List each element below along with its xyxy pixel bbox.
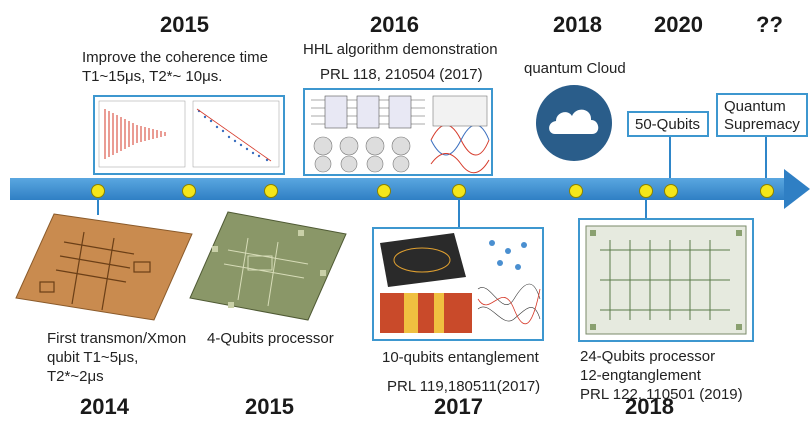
q24-label-line2: 12-engtanglement — [580, 367, 701, 384]
year-2017-bottom: 2017 — [434, 394, 483, 419]
hhl-label-line2: PRL 118, 210504 (2017) — [320, 66, 483, 83]
ten-qubit-ref: PRL 119,180511(2017) — [387, 378, 541, 395]
timeline-arrow-bar — [10, 178, 786, 200]
cloud-icon — [535, 84, 613, 162]
year-unknown-top: ?? — [756, 12, 783, 37]
timeline-dot-2015b — [264, 184, 278, 198]
connector-qubits50 — [669, 137, 671, 189]
timeline-dot-2018b — [639, 184, 653, 198]
year-2015-bottom: 2015 — [245, 394, 294, 419]
ten-qubit-image — [372, 227, 544, 341]
supremacy-box: Quantum Supremacy — [716, 93, 808, 137]
timeline-dot-2017 — [452, 184, 466, 198]
connector-ten-qubit — [458, 195, 460, 227]
timeline-arrow-head — [784, 169, 810, 209]
transmon-chip-image — [14, 212, 194, 322]
timeline-dot-2016 — [377, 184, 391, 198]
coherence-plot-image — [93, 95, 285, 175]
year-2018-bottom: 2018 — [625, 394, 674, 419]
year-2018-top: 2018 — [553, 12, 602, 37]
hhl-circuit-graphic — [311, 95, 490, 174]
cloud-label: quantum Cloud — [524, 60, 626, 77]
transmon-label-line2: qubit T1~5μs, — [47, 349, 139, 366]
transmon-label-line3: T2*~2μs — [47, 368, 104, 385]
year-2015-top: 2015 — [160, 12, 209, 37]
timeline-dot-2018a — [569, 184, 583, 198]
supremacy-label-line1: Quantum — [724, 98, 786, 115]
year-2014-bottom: 2014 — [80, 394, 129, 419]
four-qubit-label: 4-Qubits processor — [207, 330, 334, 347]
qubits50-label: 50-Qubits — [635, 116, 701, 133]
connector-transmon — [97, 195, 99, 215]
q24-ref: PRL 122, 110501 (2019) — [580, 386, 743, 403]
supremacy-label-line2: Supremacy — [724, 116, 800, 133]
coherence-label-line1: Improve the coherence time — [82, 49, 268, 66]
year-2016-top: 2016 — [370, 12, 419, 37]
q24-label-line1: 24-Qubits processor — [580, 348, 716, 365]
hhl-label-line1: HHL algorithm demonstration — [303, 41, 498, 58]
timeline-dot-2015a — [182, 184, 196, 198]
transmon-label-line1: First transmon/Xmon — [47, 330, 187, 347]
qubits50-box: 50-Qubits — [627, 111, 709, 137]
timeline-dot-2014 — [91, 184, 105, 198]
q24-chip-graphic — [585, 225, 747, 335]
coherence-label-line2: T1~15μs, T2*~ 10μs. — [82, 68, 223, 85]
q24-chip-image — [578, 218, 754, 342]
four-qubit-chip-image — [188, 210, 348, 322]
hhl-circuit-image — [303, 88, 493, 176]
connector-24-qubit — [645, 195, 647, 219]
connector-supremacy — [765, 137, 767, 189]
year-2020-top: 2020 — [654, 12, 703, 37]
timeline-dot-2020 — [664, 184, 678, 198]
ten-qubit-graphic — [380, 233, 541, 333]
timeline-dot-unknown — [760, 184, 774, 198]
coherence-plot-graphic — [98, 100, 280, 168]
ten-qubit-label: 10-qubits entanglement — [382, 349, 539, 366]
